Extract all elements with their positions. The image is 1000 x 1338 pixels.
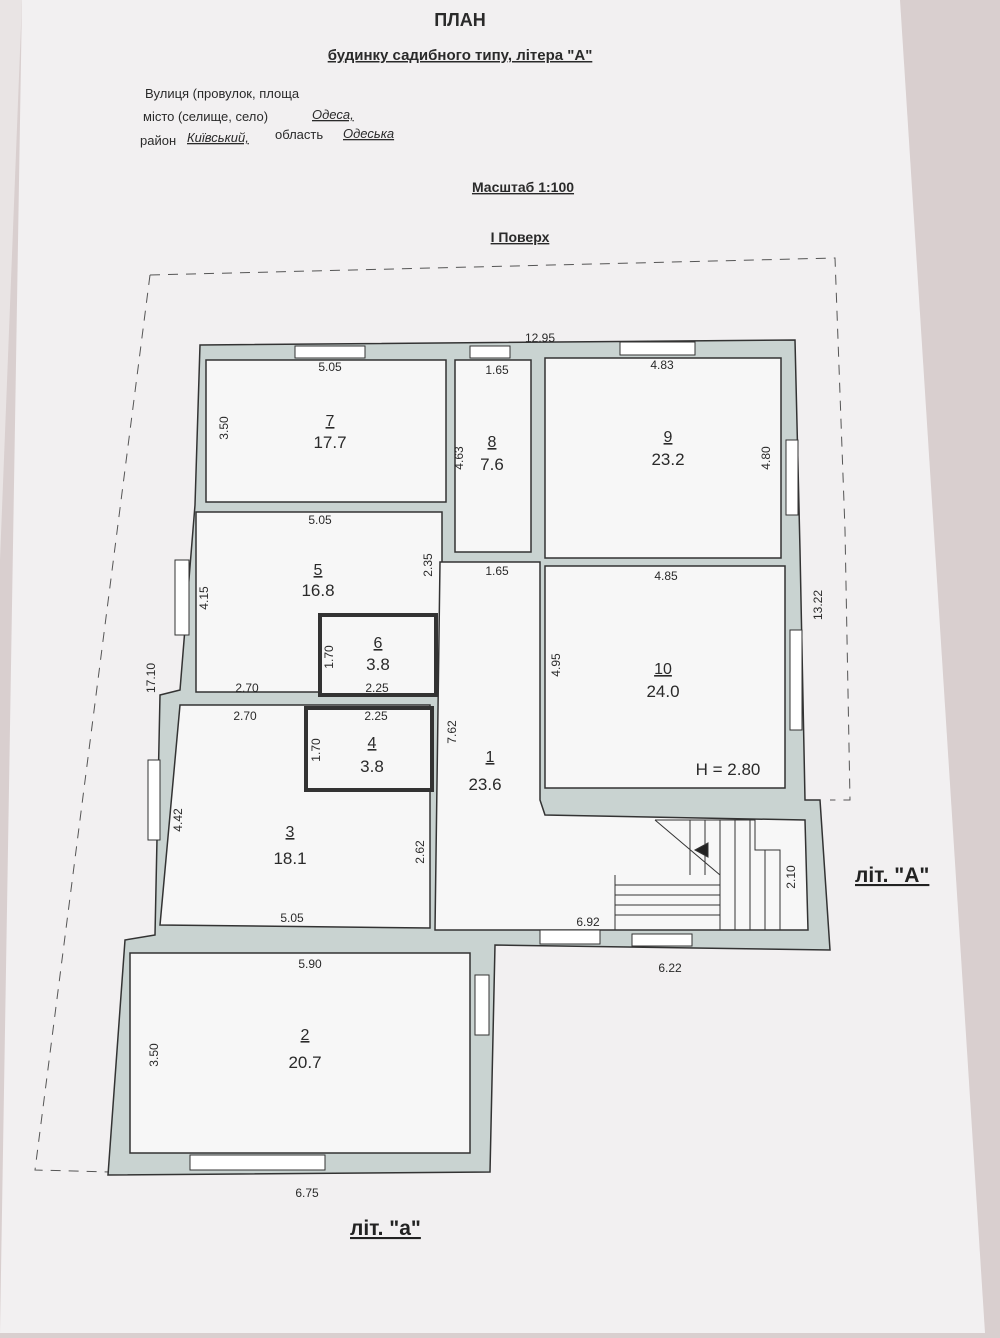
- dim-label: 1.70: [322, 645, 336, 669]
- city-label: місто (селище, село): [143, 109, 268, 124]
- room-number: 1: [486, 749, 495, 766]
- stairs-arrow-icon: [693, 842, 709, 858]
- dim-label: 2.70: [233, 709, 257, 723]
- dim-label: 6.22: [658, 961, 682, 975]
- street-line: Вулиця (провулок, площа: [145, 86, 300, 101]
- dim-label: 4.63: [452, 446, 466, 470]
- dim-label: 4.85: [654, 569, 678, 583]
- boundary-lit-A: [149, 257, 851, 801]
- region-value: Одеська: [343, 126, 394, 141]
- room-area: 23.6: [468, 775, 501, 794]
- dim-label: 13.22: [811, 590, 825, 620]
- room-number: 5: [314, 562, 323, 579]
- room-area: 18.1: [273, 849, 306, 868]
- room-9: [544, 357, 782, 559]
- dim-label: 6.92: [576, 915, 600, 929]
- scale-label: Масштаб 1:100: [472, 179, 574, 195]
- dim-label: 2.35: [421, 553, 435, 577]
- dim-label: 5.05: [280, 911, 304, 925]
- dim-label: 4.80: [759, 446, 773, 470]
- dim-label: 2.25: [364, 709, 388, 723]
- room-10: [544, 565, 786, 789]
- dim-label: 2.10: [784, 865, 798, 889]
- dim-label: 3.50: [147, 1043, 161, 1067]
- room-number: 6: [374, 635, 383, 652]
- room-number: 3: [286, 824, 295, 841]
- ceiling-height: H = 2.80: [696, 760, 761, 779]
- room-6: [318, 613, 438, 697]
- lit-A-label: літ. "А": [855, 864, 929, 887]
- floor-label: I Поверх: [491, 229, 550, 245]
- room-area: 16.8: [301, 581, 334, 600]
- room-number: 8: [488, 434, 497, 451]
- dim-label: 7.62: [445, 720, 459, 744]
- room-8: [454, 359, 532, 553]
- dim-label: 1.70: [309, 738, 323, 762]
- dim-label: 4.83: [650, 358, 674, 372]
- dim-label: 1.65: [485, 564, 509, 578]
- plan-subtitle: будинку садибного типу, літера "А": [328, 47, 593, 64]
- room-number: 7: [326, 413, 335, 430]
- room-number: 9: [664, 429, 673, 446]
- dim-label: 6.75: [295, 1186, 319, 1200]
- room-area: 3.8: [360, 757, 384, 776]
- region-label: область: [275, 127, 323, 142]
- page-edge: [0, 0, 22, 560]
- dim-label: 5.05: [308, 513, 332, 527]
- dim-label: 4.15: [197, 586, 211, 610]
- windows: [147, 341, 803, 1171]
- dim-label: 1.65: [485, 363, 509, 377]
- room-1: [434, 561, 809, 931]
- room-number: 10: [654, 661, 672, 678]
- dim-label: 3.50: [217, 416, 231, 440]
- dim-label: 4.42: [171, 808, 185, 832]
- dim-label: 17.10: [144, 663, 158, 693]
- dim-label: 4.95: [549, 653, 563, 677]
- dim-label: 5.90: [298, 957, 322, 971]
- dim-label: 5.05: [318, 360, 342, 374]
- room-area: 17.7: [313, 433, 346, 452]
- room-4: [304, 706, 434, 792]
- room-number: 2: [301, 1027, 310, 1044]
- room-area: 3.8: [366, 655, 390, 674]
- lit-a-label: літ. "а": [350, 1217, 421, 1240]
- plan-title: ПЛАН: [434, 10, 486, 30]
- dim-label: 2.25: [365, 681, 389, 695]
- room-labels: 1 23.6 2 20.7 3 18.1 4 3.8 5 16.8 6 3.8 …: [273, 413, 760, 1072]
- district-label: район: [140, 133, 176, 148]
- dim-label: 2.70: [235, 681, 259, 695]
- room-area: 7.6: [480, 455, 504, 474]
- boundary-left: [34, 274, 151, 1173]
- room-area: 20.7: [288, 1053, 321, 1072]
- room-area: 24.0: [646, 682, 679, 701]
- room-area: 23.2: [651, 450, 684, 469]
- room-2: [129, 952, 471, 1154]
- dim-label: 12.95: [525, 331, 555, 345]
- city-value: Одеса,: [312, 107, 354, 122]
- dim-label: 2.62: [413, 840, 427, 864]
- room-7: [205, 359, 447, 503]
- staircase: [614, 819, 781, 931]
- dimension-labels: 12.95 5.05 3.50 1.65 4.63 1.65 4.83 4.80…: [144, 331, 825, 1200]
- room-number: 4: [368, 735, 377, 752]
- district-value: Київський,: [187, 130, 249, 145]
